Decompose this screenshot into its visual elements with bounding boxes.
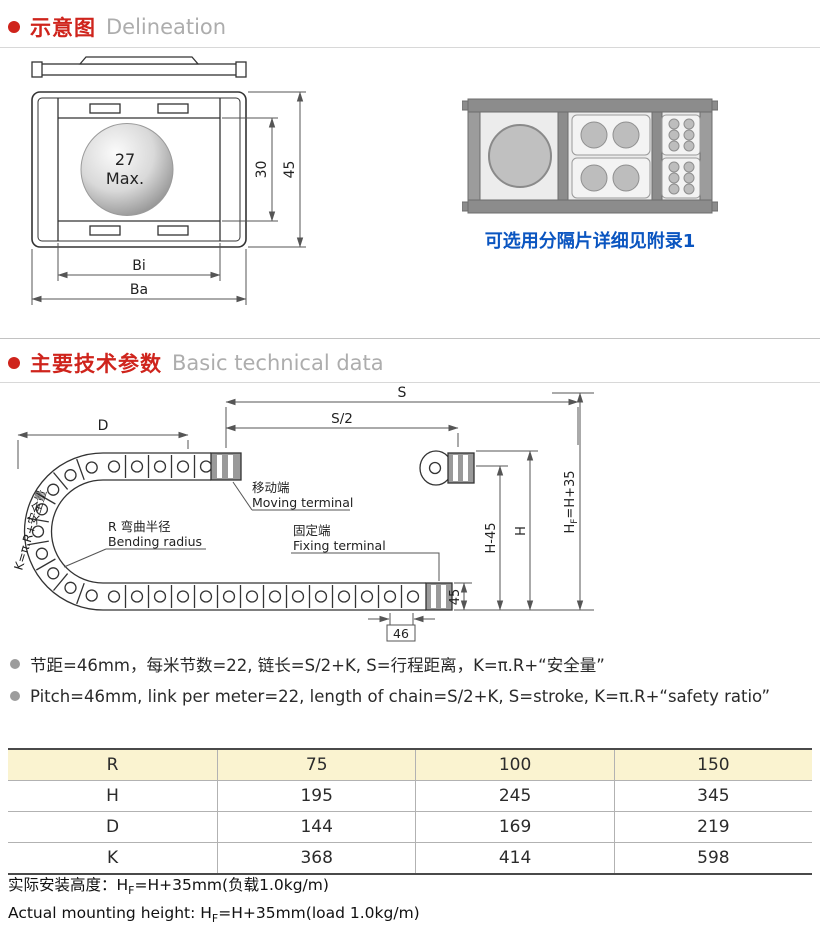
table-cell: 169 — [415, 812, 613, 842]
divider-line — [0, 47, 820, 48]
table-row: H 195 245 345 — [8, 780, 812, 811]
footer-en-sub: F — [211, 912, 219, 926]
table-row: R 75 100 150 — [8, 750, 812, 780]
mounting-height-en: Actual mounting height: HF=H+35mm(load 1… — [8, 902, 420, 930]
table-row-label: H — [106, 786, 119, 806]
max-cable-diameter-ball — [80, 123, 174, 216]
note-text-en: Pitch=46mm, link per meter=22, length of… — [30, 686, 771, 706]
table-cell: 219 — [613, 812, 812, 842]
divider-options-image — [462, 98, 718, 214]
table-cell: 75 — [217, 750, 415, 780]
dim-label-46: 46 — [393, 626, 409, 641]
dim-label-outer-height: 45 — [282, 161, 298, 179]
end-terminal-detail — [419, 450, 475, 486]
dim-label-h: H — [514, 526, 529, 536]
hf-suffix: =H+35 — [563, 470, 578, 518]
table-cell: 414 — [415, 843, 613, 873]
dim-label-s: S — [398, 385, 407, 401]
note-bullet-icon — [10, 691, 20, 701]
dim-label-inner-width: Bi — [132, 258, 146, 274]
note-text-zh: 节距=46mm，每米节数=22, 链长=S/2+K, S=行程距离，K=π.R+… — [30, 656, 605, 675]
table-row-label: D — [105, 817, 120, 837]
medium-cable-holes — [571, 114, 651, 199]
table-cell: 150 — [613, 750, 812, 780]
footer-en-prefix: Actual mounting height: H — [8, 904, 212, 923]
bending-radius-label-zh: R 弯曲半径 — [108, 519, 171, 534]
hf-prefix: H — [563, 524, 578, 534]
chain-links — [23, 452, 426, 611]
divider-caption: 可选用分隔片详细见附录1 — [484, 231, 696, 252]
fixing-terminal-label-zh: 固定端 — [293, 523, 331, 538]
divider-line — [0, 382, 820, 383]
section-delineation-header: 示意图 Delineation — [8, 10, 226, 44]
table-cell: 345 — [613, 781, 812, 811]
footer-en-suffix: =H+35mm(load 1.0kg/m) — [218, 904, 420, 923]
table-row-label: R — [106, 755, 119, 775]
diagram-dimension-lines — [17, 392, 594, 642]
note-line-en: Pitch=46mm, link per meter=22, length of… — [10, 680, 810, 712]
fixing-terminal-block — [425, 582, 453, 611]
dimension-table: R 75 100 150 H 195 245 345 D 144 169 219… — [8, 748, 812, 875]
table-cell: 195 — [217, 781, 415, 811]
section-technical-title-zh: 主要技术参数 — [30, 352, 162, 376]
table-cell: 598 — [613, 843, 812, 873]
dimension-lines — [31, 91, 306, 305]
section-technical-header: 主要技术参数 Basic technical data — [8, 346, 384, 380]
dim-label-outer-width: Ba — [130, 282, 148, 298]
note-bullet-icon — [10, 659, 20, 669]
chain-diagram: S S/2 D 移动端 Moving terminal R 弯曲半径 Bendi… — [11, 385, 594, 642]
note-line-zh: 节距=46mm，每米节数=22, 链长=S/2+K, S=行程距离，K=π.R+… — [10, 648, 810, 680]
dim-label-d: D — [98, 418, 109, 434]
small-cable-holes — [661, 114, 701, 199]
footer-zh-suffix: =H+35mm(负载1.0kg/m) — [134, 876, 329, 894]
moving-terminal-label-zh: 移动端 — [252, 480, 290, 495]
dim-label-s2: S/2 — [331, 411, 353, 427]
table-row: K 368 414 598 — [8, 842, 812, 873]
section-separator-line — [0, 338, 820, 339]
hf-sub: F — [570, 519, 580, 524]
moving-terminal-label-en: Moving terminal — [252, 495, 353, 510]
technical-notes: 节距=46mm，每米节数=22, 链长=S/2+K, S=行程距离，K=π.R+… — [10, 648, 810, 712]
section-delineation-title-en: Delineation — [106, 15, 227, 39]
moving-terminal-block — [210, 452, 242, 481]
dim-label-45: 45 — [448, 589, 463, 606]
table-cell: 245 — [415, 781, 613, 811]
leader-lines — [63, 481, 440, 581]
dim-label-inner-height: 30 — [254, 161, 270, 179]
section-bullet-icon — [8, 357, 20, 369]
table-cell: 100 — [415, 750, 613, 780]
dim-label-h45: H-45 — [484, 522, 499, 553]
cover-plate-drawing — [31, 56, 247, 78]
ball-label-value: 27 — [115, 150, 135, 169]
mounting-height-zh: 实际安装高度：HF=H+35mm(负载1.0kg/m) — [8, 874, 420, 902]
mounting-height-note: 实际安装高度：HF=H+35mm(负载1.0kg/m) Actual mount… — [8, 874, 420, 930]
section-technical-title-en: Basic technical data — [172, 351, 384, 375]
ball-label-max: Max. — [106, 169, 144, 188]
fixing-terminal-label-en: Fixing terminal — [293, 538, 386, 553]
bending-radius-label-en: Bending radius — [108, 534, 202, 549]
footer-zh-sub: F — [128, 884, 135, 898]
dim-label-hf: HF=H+35 — [563, 470, 580, 533]
table-cell: 368 — [217, 843, 415, 873]
table-cell: 144 — [217, 812, 415, 842]
table-row-label: K — [106, 848, 119, 868]
cross-section-drawing: 27 Max. 30 45 Bi Ba — [31, 56, 306, 305]
carrier-body-drawing — [31, 91, 247, 248]
footer-zh-prefix: 实际安装高度：H — [8, 876, 129, 894]
large-cable-hole — [488, 124, 552, 188]
section-delineation-title-zh: 示意图 — [30, 16, 96, 40]
table-row: D 144 169 219 — [8, 811, 812, 842]
section-bullet-icon — [8, 21, 20, 33]
